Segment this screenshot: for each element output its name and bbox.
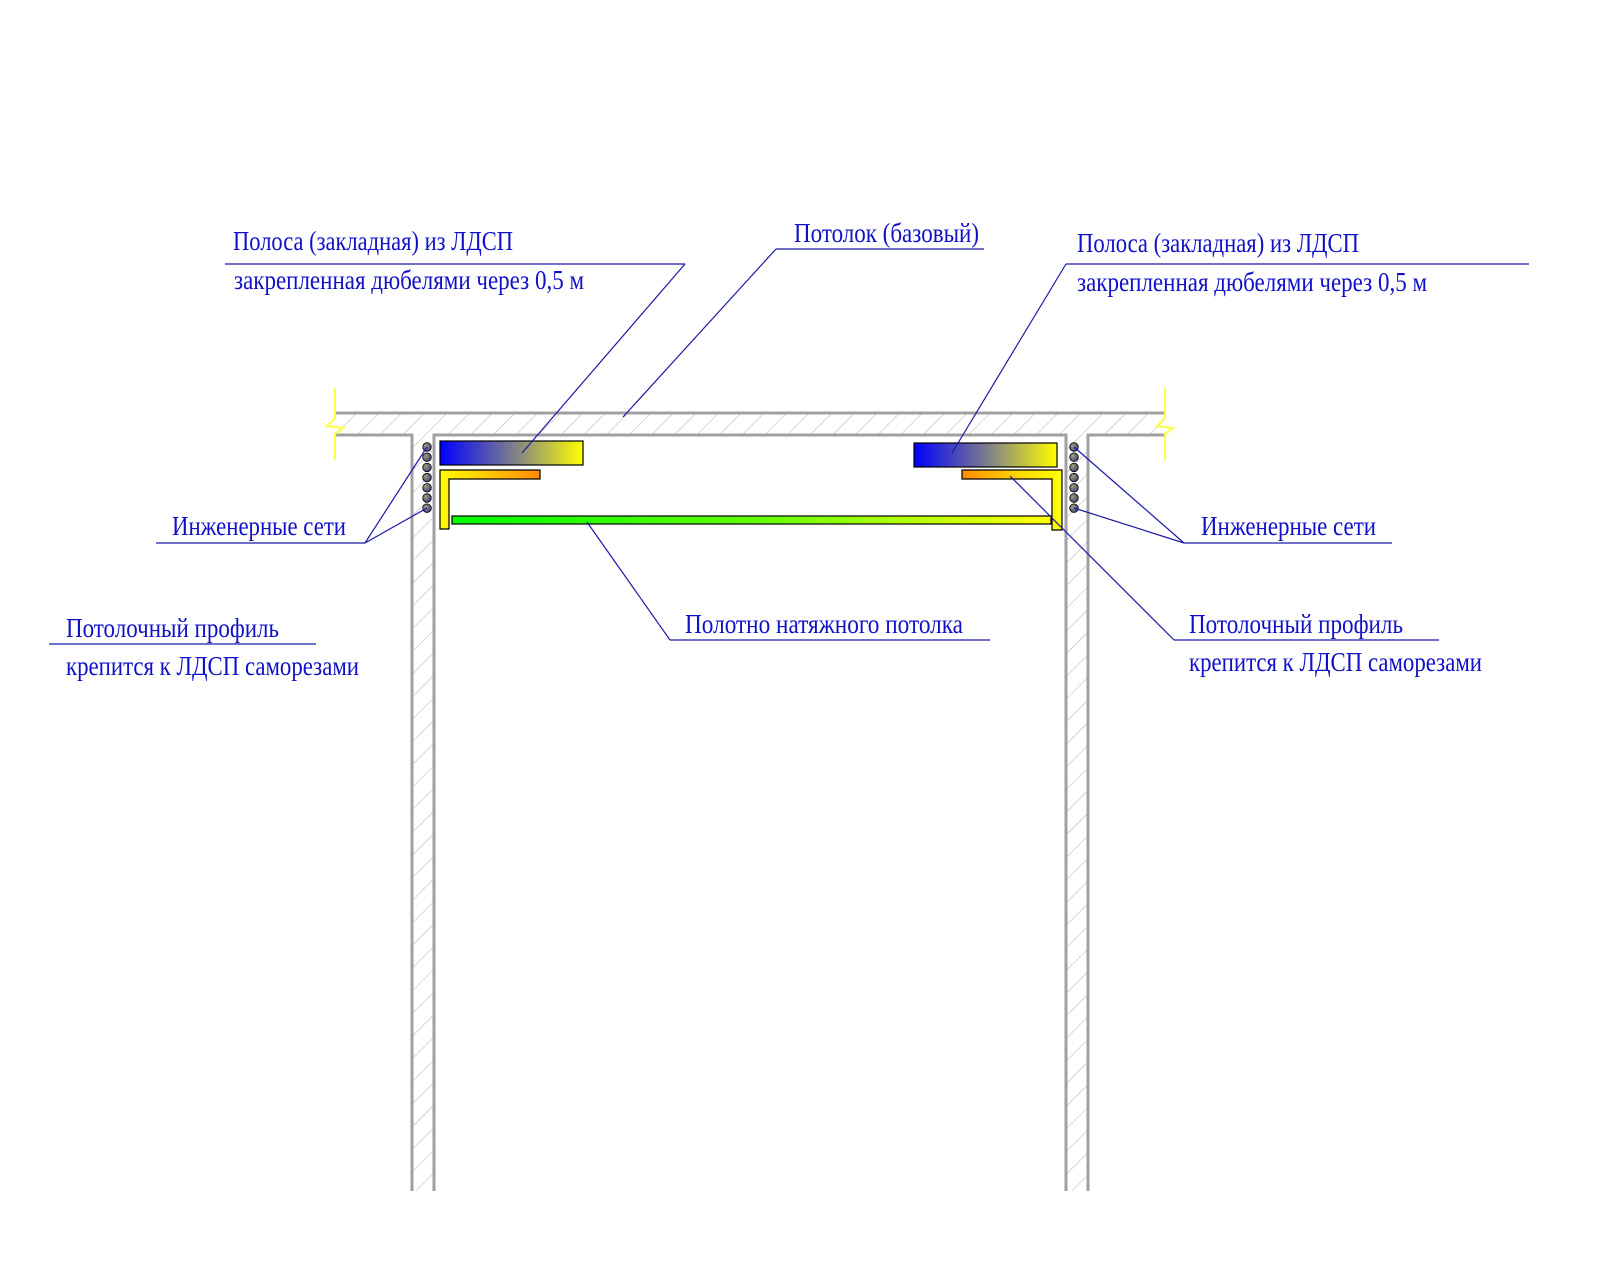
cable-icon	[422, 493, 432, 503]
profile-left-label-line1: Потолочный профиль	[66, 613, 279, 643]
slab-and-walls	[335, 411, 1165, 1191]
strip-right-label-line1: Полоса (закладная) из ЛДСП	[1077, 228, 1359, 258]
inner-wall-line	[432, 433, 1068, 1191]
cable-icon	[422, 462, 432, 473]
right-wall-outer	[1086, 433, 1165, 1191]
cable-icon	[422, 452, 432, 462]
cable-icon	[1069, 483, 1079, 493]
strip-left-label-line2: закрепленная дюбелями через 0,5 м	[234, 265, 584, 295]
profile-left-label-line2: крепится к ЛДСП саморезами	[66, 651, 359, 681]
ceiling-profile-right	[961, 469, 1063, 531]
membrane-label: Полотно натяжного потолка	[685, 609, 963, 639]
cable-icon	[422, 483, 432, 493]
ldsp-strip-right	[913, 442, 1058, 468]
cable-icon	[1069, 472, 1079, 483]
cable-icon	[1069, 462, 1079, 473]
strip-right-label-line2: закрепленная дюбелями через 0,5 м	[1077, 267, 1427, 297]
hatching	[335, 414, 1165, 1191]
cable-icon	[1069, 493, 1079, 503]
break-mark-right	[1154, 388, 1176, 460]
utilities-right-label: Инженерные сети	[1201, 511, 1376, 541]
profile-right-label-line1: Потолочный профиль	[1189, 609, 1403, 639]
ceiling-profile-left	[439, 469, 541, 530]
left-wall-outer	[335, 433, 414, 1191]
cable-icon	[422, 472, 432, 483]
profile-right-label-line2: крепится к ЛДСП саморезами	[1189, 647, 1482, 677]
base-ceiling-label: Потолок (базовый)	[794, 218, 979, 248]
break-mark-left	[324, 388, 346, 460]
ldsp-strip-left	[439, 440, 584, 466]
utilities-left-label: Инженерные сети	[172, 511, 346, 541]
cable-icon	[1069, 452, 1079, 462]
leader-lines	[49, 248, 1529, 645]
stretch-membrane	[451, 515, 1052, 525]
strip-left-label-line1: Полоса (закладная) из ЛДСП	[233, 226, 513, 256]
utility-cables-left	[422, 442, 432, 513]
